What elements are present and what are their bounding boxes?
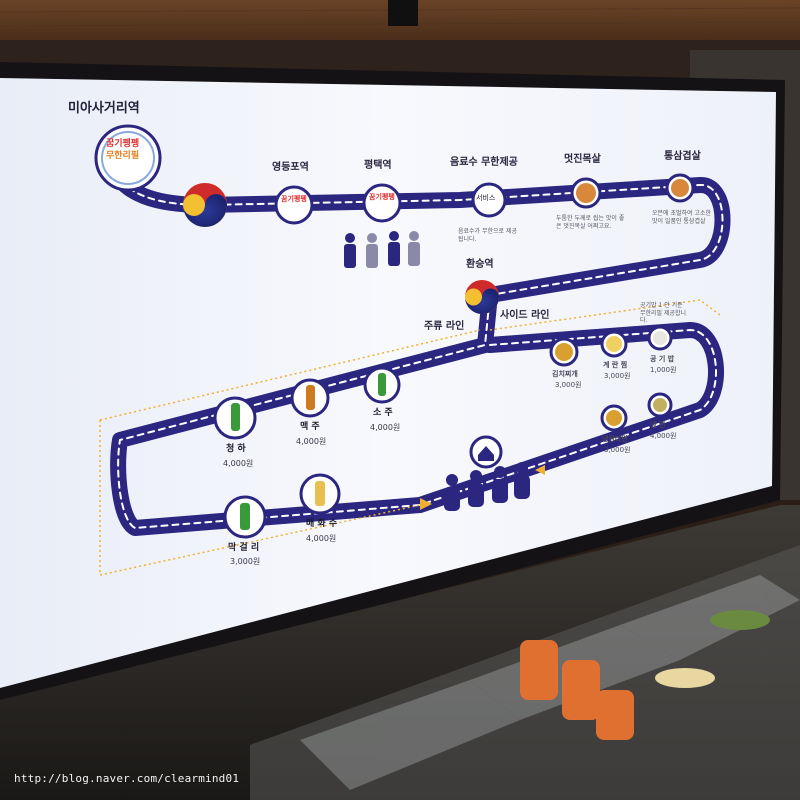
taeguk-transfer bbox=[465, 280, 499, 314]
logo-line1: 꿈기펭펭 bbox=[106, 139, 140, 149]
station-1-logo: 꿈기펭펭 bbox=[281, 195, 307, 203]
side-name: 냉된라면 bbox=[602, 435, 628, 443]
drink-name: 맥 주 bbox=[300, 422, 320, 432]
tray-food bbox=[655, 610, 770, 688]
station-pyeongtaek bbox=[362, 183, 402, 223]
main-line-label: 주류 라인 bbox=[424, 321, 465, 332]
people-group-1 bbox=[344, 231, 420, 268]
service-label: 서비스 bbox=[476, 194, 496, 202]
moksal-food bbox=[576, 183, 596, 203]
side-price: 3,000원 bbox=[604, 372, 631, 380]
side-loop bbox=[99, 299, 721, 576]
side-name: 계 란 찜 bbox=[603, 361, 628, 369]
track-dashes bbox=[109, 149, 724, 529]
drink-name: 막 걸 리 bbox=[228, 543, 260, 553]
drink-loop bbox=[99, 329, 481, 421]
moksal-note: 두툼한 두께로 씹는 맛이 좋은 멋진목살 어쩌고요. bbox=[556, 215, 625, 230]
drinks-free-label: 음료수 무한제공 bbox=[450, 157, 518, 168]
side-name: 공 기 밥 bbox=[650, 355, 675, 363]
station-2-label: 평택역 bbox=[364, 160, 392, 171]
drink-name: 소 주 bbox=[373, 408, 393, 418]
home-icon bbox=[469, 435, 503, 469]
tongsam-label: 통삼겹살 bbox=[664, 151, 701, 162]
loop-arrows bbox=[420, 465, 545, 510]
drink-price: 3,000원 bbox=[230, 557, 261, 566]
tongsam-food bbox=[671, 179, 689, 197]
sauce-bottles bbox=[520, 640, 634, 740]
start-station-label: 미아사거리역 bbox=[68, 101, 140, 116]
side-price: 3,000원 bbox=[604, 446, 631, 454]
side-note: 공기밥 1 인 기준 무한리필 제공합니다. bbox=[640, 302, 687, 324]
side-food bbox=[555, 331, 667, 426]
metro-track bbox=[102, 142, 731, 536]
drink-name: 매 화 수 bbox=[306, 519, 338, 529]
drink-price: 4,000원 bbox=[306, 534, 337, 543]
side-price: 4,000원 bbox=[650, 432, 677, 440]
side-line-label: 사이드 라인 bbox=[500, 310, 550, 321]
people-group-2 bbox=[444, 462, 530, 511]
drink-name: 청 하 bbox=[226, 444, 246, 454]
side-name: 냉 면 bbox=[650, 421, 666, 429]
logo-line2: 무한리필 bbox=[106, 151, 140, 161]
moksal-label: 멋진목살 bbox=[564, 154, 601, 165]
station-1-label: 영등포역 bbox=[272, 162, 309, 173]
blog-watermark: http://blog.naver.com/clearmind01 bbox=[14, 772, 240, 785]
side-price: 1,000원 bbox=[650, 366, 677, 374]
side-price: 3,000원 bbox=[555, 381, 582, 389]
drink-price: 4,000원 bbox=[223, 459, 254, 468]
ceiling-light bbox=[388, 0, 418, 26]
tongsam-note: 오븐에 초벌하여 고소한 맛이 일품인 통삼겹살 bbox=[652, 210, 712, 225]
drink-stations bbox=[213, 366, 401, 539]
drink-price: 4,000원 bbox=[296, 437, 327, 446]
drinks-note: 음료수가 무한으로 제공됩니다. bbox=[458, 228, 518, 243]
side-name: 김치찌개 bbox=[552, 370, 578, 378]
station-yeongdeungpo bbox=[274, 185, 314, 225]
start-logo-circle bbox=[94, 124, 162, 192]
taeguk-start bbox=[183, 183, 227, 227]
station-2-logo: 꿈기펭펭 bbox=[369, 193, 395, 201]
transfer-label: 환승역 bbox=[466, 259, 494, 270]
drink-price: 4,000원 bbox=[370, 423, 401, 432]
station-service bbox=[471, 182, 507, 218]
